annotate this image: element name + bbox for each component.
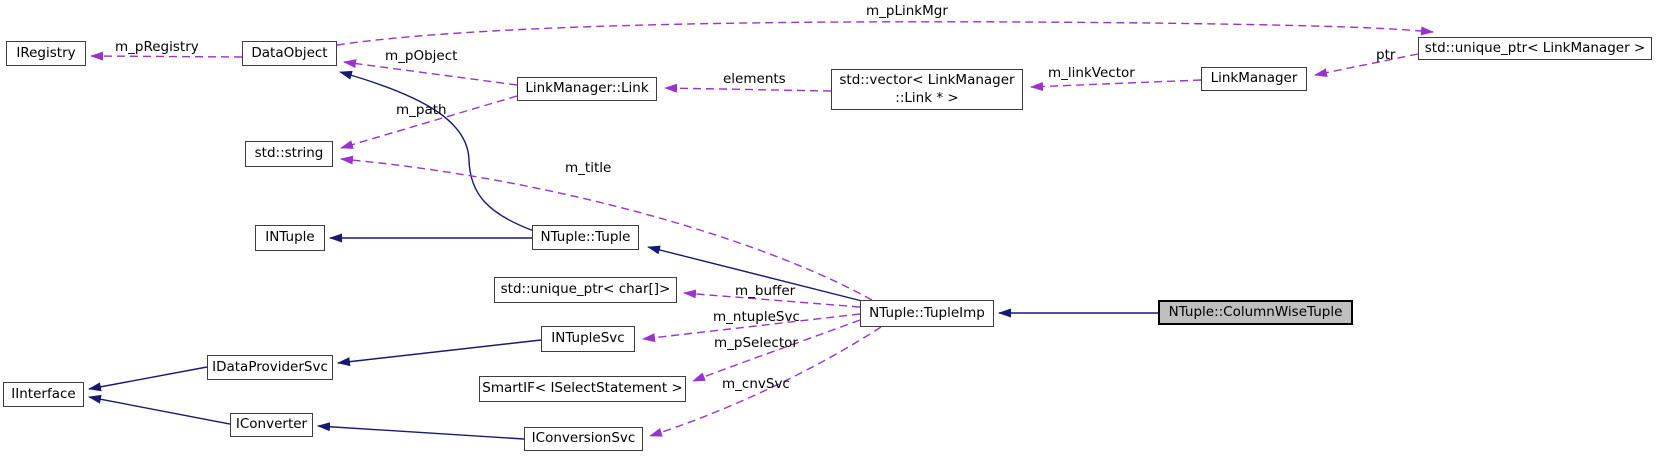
edge-label-m-path: m_path [396,102,447,118]
edge-usage-m-pregistry [90,51,243,61]
edge-usage-m-cnvsvc [649,326,882,437]
edge-label-m-cnvsvc: m_cnvSvc [722,376,790,392]
node-std-vector-linkmanager-link: std::vector< LinkManager ::Link * > [831,69,1023,110]
node-std-string: std::string [245,141,333,167]
edge-inherit-tuple-dataobject [339,70,535,232]
edge-label-m-plinkmgr: m_pLinkMgr [866,3,948,19]
node-smartif-iselectstatement[interactable]: SmartIF< ISelectStatement > [479,376,686,402]
node-iinterface[interactable]: IInterface [3,382,84,407]
edge-inherit-iconversionsvc-iconverter [317,422,525,440]
edge-usage-m-linkvector [1030,79,1202,92]
edge-label-m-ntuplesvc: m_ntupleSvc [713,309,800,325]
edge-usage-elements [664,83,832,93]
edge-inherit-iconverter-iinterface [88,394,231,425]
node-intuple[interactable]: INTuple [255,225,325,251]
edge-label-m-buffer: m_buffer [735,283,796,299]
edge-usage-m-pselector [692,319,861,382]
edge-usage-m-buffer [683,289,861,308]
node-dataobject[interactable]: DataObject [242,41,337,66]
node-iregistry[interactable]: IRegistry [6,41,86,66]
edge-usage-m-title [340,155,873,301]
edge-usage-ptr [1314,53,1419,78]
edge-inherit-idataprovidersvc-iinterface [88,366,208,392]
edge-label-m-linkvector: m_linkVector [1048,65,1135,81]
edge-usage-m-ntuplesvc [642,313,861,343]
edge-label-m-pobject: m_pObject [385,48,458,64]
edge-label-m-pregistry: m_pRegistry [115,39,199,55]
node-iconversionsvc[interactable]: IConversionSvc [524,427,643,451]
edge-inherit-intuplesvc-idataprovidersvc [337,339,542,367]
node-ntuple-tuple[interactable]: NTuple::Tuple [532,225,639,250]
edge-usage-m-pobject [343,59,518,86]
node-ntuple-tupleimp[interactable]: NTuple::TupleImp [860,300,994,327]
edge-label-m-title: m_title [565,160,612,176]
node-linkmanager[interactable]: LinkManager [1201,67,1307,91]
node-intuplesvc[interactable]: INTupleSvc [541,326,635,352]
edge-label-elements: elements [723,71,786,87]
edge-usage-m-plinkmgr [336,21,1434,46]
node-ntuple-columnwisetuple: NTuple::ColumnWiseTuple [1158,300,1353,325]
node-iconverter[interactable]: IConverter [230,413,313,437]
node-std-unique-ptr-linkmanager: std::unique_ptr< LinkManager > [1418,37,1652,60]
node-std-unique-ptr-char: std::unique_ptr< char[]> [494,277,677,303]
edge-inherit-tupleimp-tuple [647,245,863,302]
edge-usage-m-path [340,95,518,149]
node-linkmanager-link[interactable]: LinkManager::Link [517,77,657,101]
node-idataprovidersvc[interactable]: IDataProviderSvc [207,355,333,380]
edge-label-m-pselector: m_pSelector [714,335,798,351]
edge-label-ptr: ptr [1376,47,1396,63]
